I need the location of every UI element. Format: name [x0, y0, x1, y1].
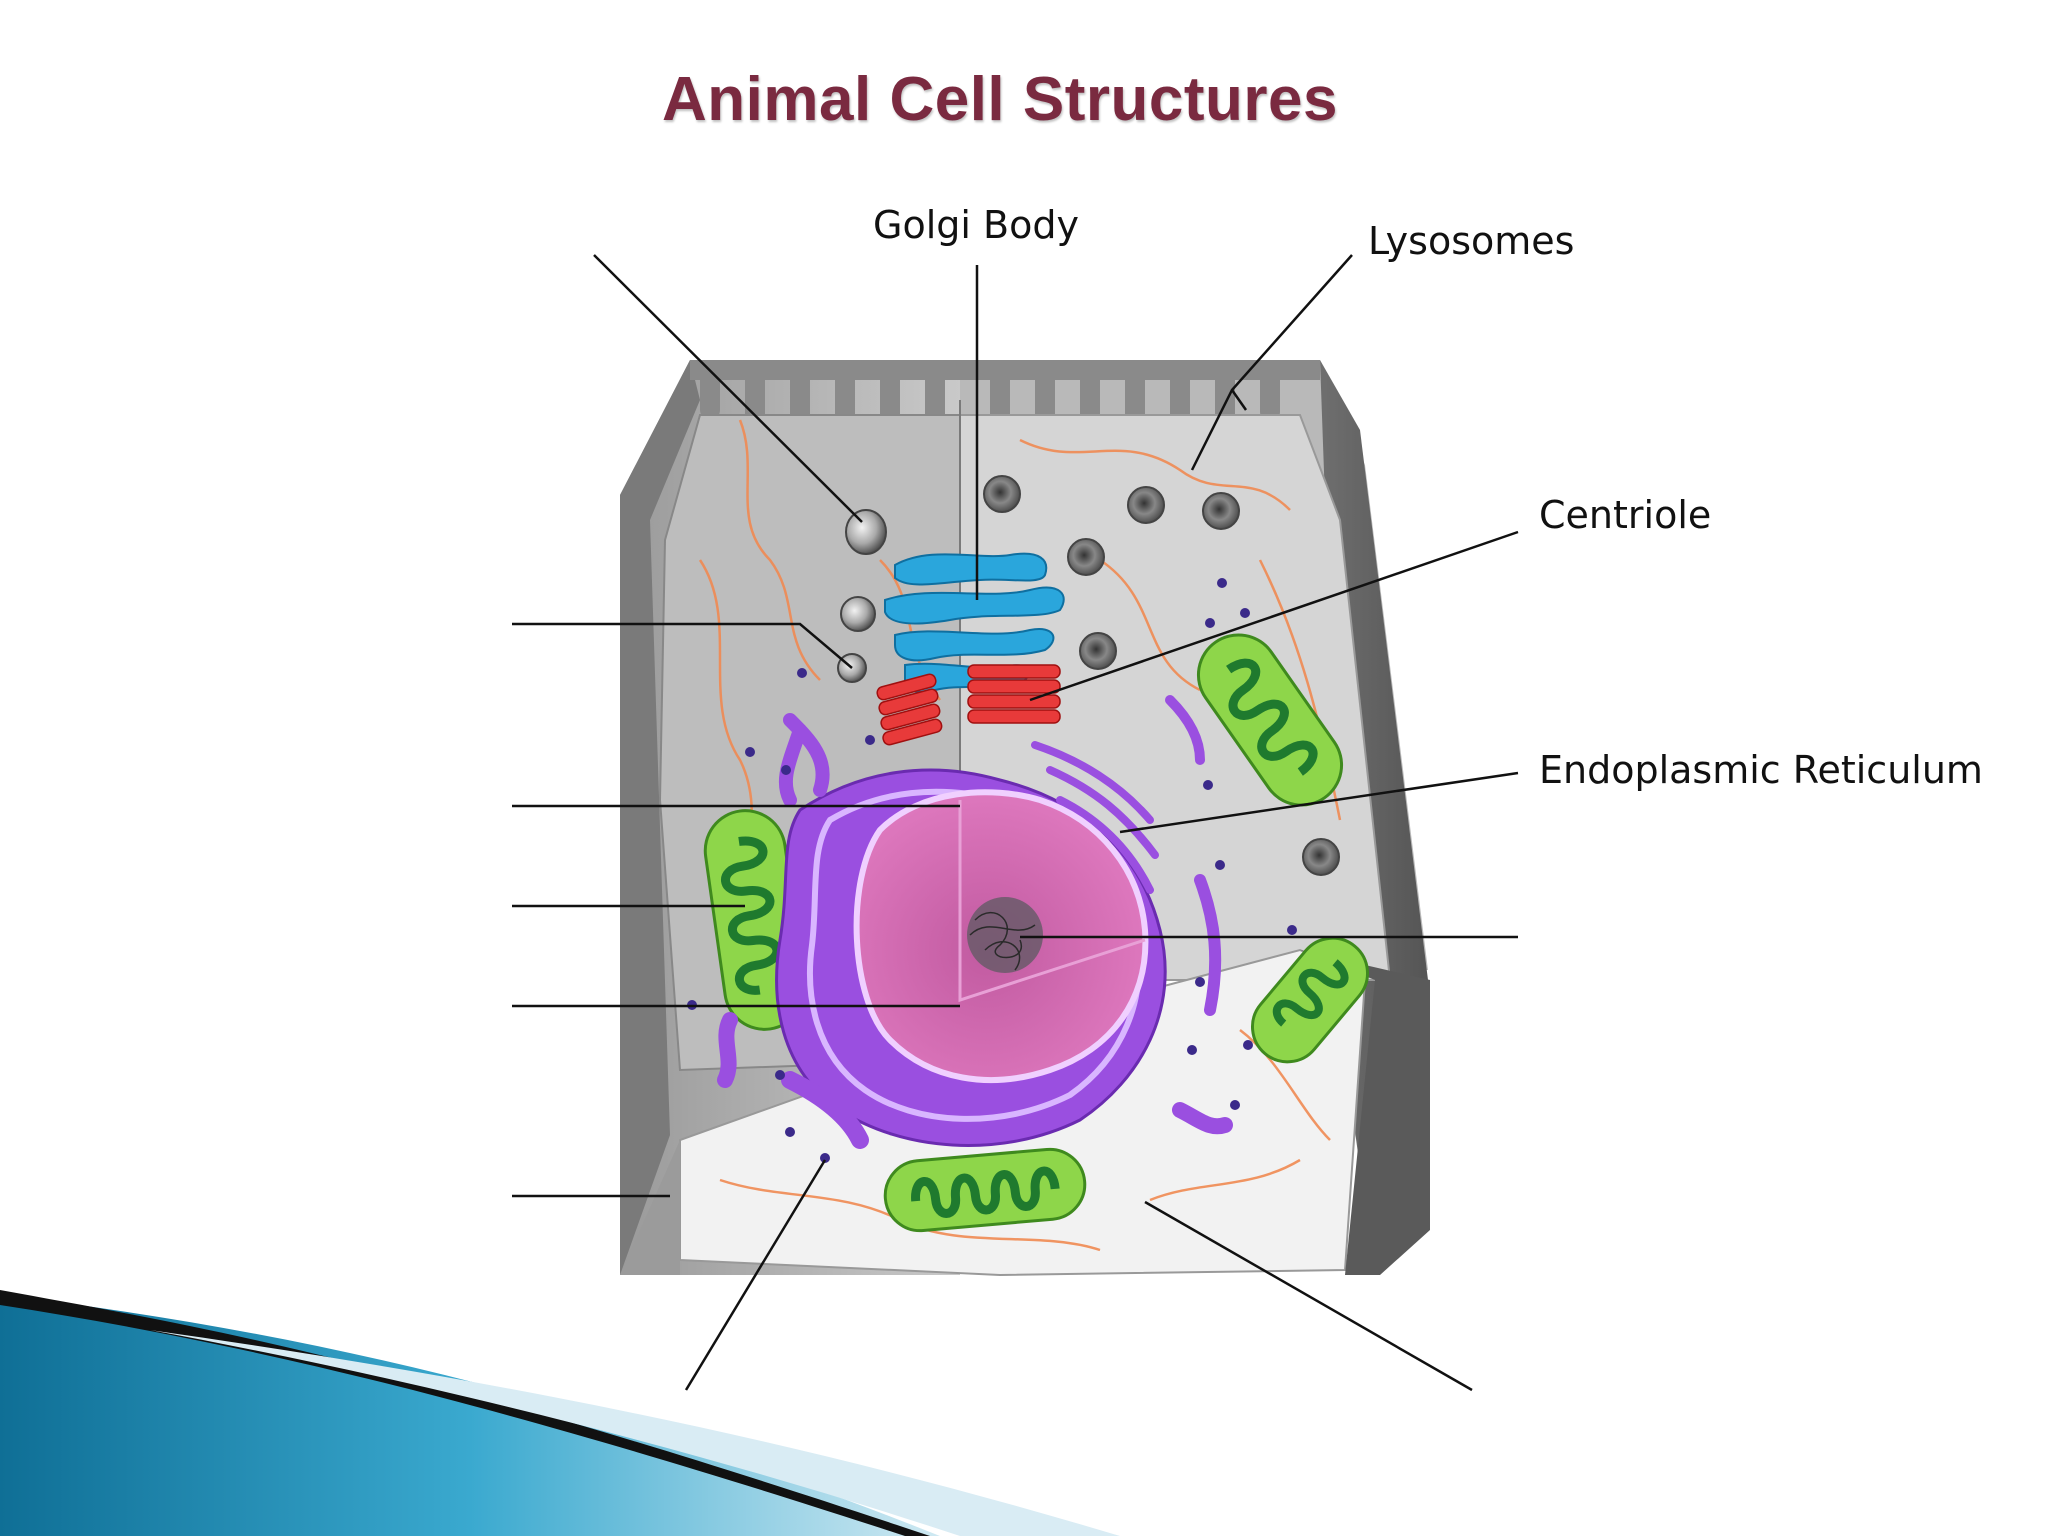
label-golgi-body: Golgi Body	[873, 203, 1079, 247]
ribosome-dots	[687, 578, 1297, 1163]
decorative-swoosh-icon	[0, 1290, 1120, 1536]
leader-lines	[512, 254, 1519, 1392]
vesicle-group	[837, 475, 1340, 876]
page-title: Animal Cell Structures	[662, 65, 1338, 134]
nucleolus-shape	[967, 897, 1043, 973]
label-endoplasmic-reticulum: Endoplasmic Reticulum	[1539, 748, 1983, 792]
mitochondria	[703, 633, 1369, 1233]
label-centriole: Centriole	[1539, 493, 1712, 537]
endoplasmic-reticulum-shape	[717, 695, 1233, 1149]
cell-body	[620, 360, 1430, 1277]
golgi-body-shape	[884, 552, 1065, 693]
label-lysosomes: Lysosomes	[1368, 219, 1575, 263]
centriole-shape	[876, 664, 1061, 746]
